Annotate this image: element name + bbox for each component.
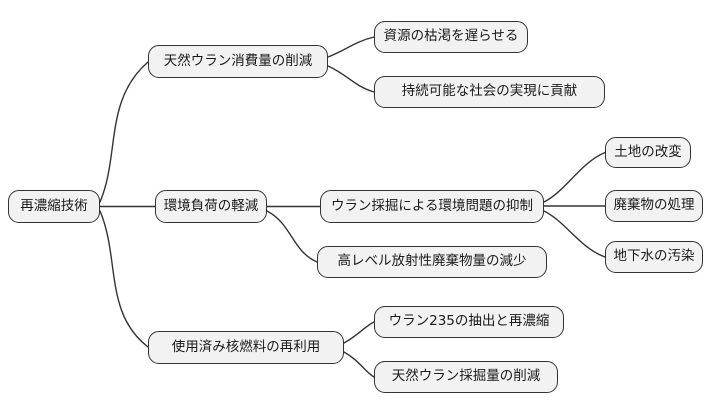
node-delay-resource-depletion: 資源の枯渇を遅らせる bbox=[374, 21, 528, 53]
node-high-level-radioactive-waste-decrease: 高レベル放射性廃棄物量の減少 bbox=[317, 246, 547, 278]
node-contribute-sustainable-society: 持続可能な社会の実現に貢献 bbox=[374, 76, 605, 108]
edge-child2a-to-leaf-groundwater bbox=[543, 210, 606, 258]
node-reenrichment-technology: 再濃縮技術 bbox=[8, 190, 100, 223]
node-natural-uranium-consumption-reduction: 天然ウラン消費量の削減 bbox=[148, 45, 328, 78]
node-environmental-load-reduction: 環境負荷の軽減 bbox=[155, 190, 267, 223]
edge-branch1-to-leaf1b bbox=[327, 65, 375, 93]
edge-root-to-branch3 bbox=[99, 210, 149, 348]
node-spent-fuel-reuse: 使用済み核燃料の再利用 bbox=[148, 331, 344, 364]
node-land-alteration: 土地の改変 bbox=[605, 137, 691, 168]
edge-branch3-to-leaf3b bbox=[343, 351, 375, 378]
edge-branch2-to-leaf2b bbox=[266, 210, 318, 263]
edge-child2a-to-leaf-land bbox=[543, 151, 606, 203]
node-uranium235-extraction-reenrichment: ウラン235の抽出と再濃縮 bbox=[374, 306, 564, 338]
node-waste-treatment: 廃棄物の処理 bbox=[605, 190, 703, 222]
node-natural-uranium-mining-reduction: 天然ウラン採掘量の削減 bbox=[374, 361, 558, 393]
edge-root-to-branch1 bbox=[99, 61, 149, 203]
node-mining-environmental-problem-suppression: ウラン採掘による環境問題の抑制 bbox=[320, 190, 544, 223]
edge-branch3-to-leaf3a bbox=[343, 321, 375, 344]
edge-branch1-to-leaf1a bbox=[327, 36, 375, 58]
node-groundwater-contamination: 地下水の汚染 bbox=[605, 241, 703, 273]
